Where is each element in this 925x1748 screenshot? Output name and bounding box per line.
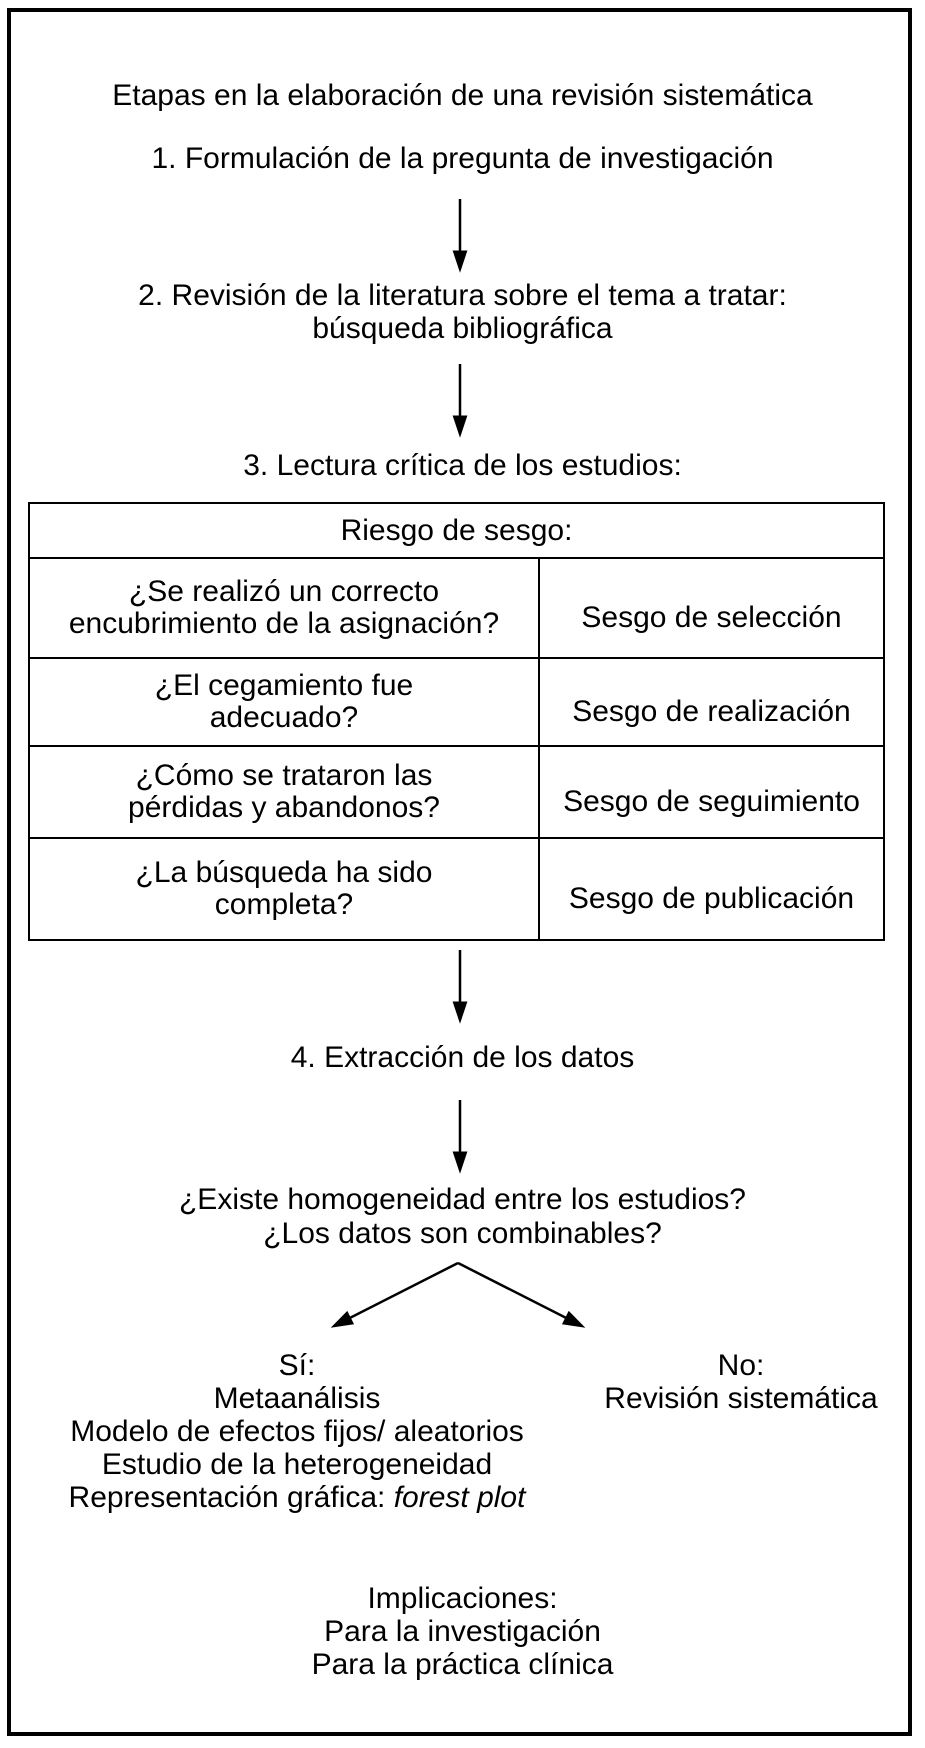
forest-plot-term: forest plot (393, 1481, 526, 1514)
no-label: No: (717, 1349, 765, 1382)
step-4-label: 4. Extracción de los datos (290, 1041, 635, 1074)
question-cell: ¿El cegamiento fue adecuado? (30, 659, 540, 745)
question-cell: ¿La búsqueda ha sido completa? (30, 839, 540, 939)
diagram-border (7, 8, 912, 1736)
yes-line-effects-model: Modelo de efectos fijos/ aleatorios (70, 1415, 524, 1448)
implications-research: Para la investigación (324, 1615, 601, 1648)
risk-of-bias-table: Riesgo de sesgo: ¿Se realizó un correcto… (28, 502, 885, 941)
question-line: ¿La búsqueda ha sido (135, 856, 433, 889)
graphic-prefix: Representación gráfica: (68, 1481, 394, 1514)
yes-line-heterogeneity: Estudio de la heterogeneidad (101, 1448, 493, 1481)
down-arrow-icon (452, 364, 468, 438)
step-1-label: 1. Formulación de la pregunta de investi… (151, 142, 774, 175)
down-arrow-icon (452, 1100, 468, 1174)
bias-cell: Sesgo de realización (540, 659, 883, 745)
decision-line2: ¿Los datos son combinables? (263, 1217, 662, 1250)
table-row: ¿La búsqueda ha sido completa? Sesgo de … (30, 839, 883, 939)
table-row: ¿Cómo se trataron las pérdidas y abandon… (30, 747, 883, 839)
question-line: ¿Se realizó un correcto (128, 575, 440, 608)
yes-branch: Sí: Metaanálisis Modelo de efectos fijos… (34, 1349, 560, 1514)
question-cell: ¿Cómo se trataron las pérdidas y abandon… (30, 747, 540, 837)
question-line: ¿El cegamiento fue (154, 669, 414, 702)
yes-label: Sí: (278, 1349, 316, 1382)
bias-label: Sesgo de realización (572, 695, 851, 728)
bias-cell: Sesgo de publicación (540, 839, 883, 939)
table-header: Riesgo de sesgo: (30, 504, 883, 559)
step-2-label: 2. Revisión de la literatura sobre el te… (0, 279, 925, 345)
question-cell: ¿Se realizó un correcto encubrimiento de… (30, 559, 540, 657)
step-3-label: 3. Lectura crítica de los estudios: (243, 449, 682, 482)
diagram-title: Etapas en la elaboración de una revisión… (112, 79, 813, 112)
branch-arrows-icon (330, 1261, 586, 1328)
question-line: completa? (214, 888, 354, 921)
question-line: adecuado? (209, 701, 359, 734)
bias-cell: Sesgo de seguimiento (540, 747, 883, 837)
decision-line1: ¿Existe homogeneidad entre los estudios? (178, 1183, 746, 1216)
yes-line-metaanalysis: Metaanálisis (213, 1382, 381, 1415)
step-2-line2: búsqueda bibliográfica (312, 312, 613, 345)
implications-header: Implicaciones: (367, 1582, 558, 1615)
question-line: encubrimiento de la asignación? (68, 607, 500, 640)
yes-line-graphic: Representación gráfica: forest plot (34, 1481, 560, 1514)
no-line-systematic-review: Revisión sistemática (604, 1382, 878, 1415)
no-branch: No: Revisión sistemática (580, 1349, 902, 1415)
question-line: ¿Cómo se trataron las (135, 759, 433, 792)
question-line: pérdidas y abandonos? (128, 791, 440, 824)
bias-label: Sesgo de selección (581, 601, 842, 634)
bias-cell: Sesgo de selección (540, 559, 883, 657)
bias-label: Sesgo de publicación (568, 882, 855, 915)
implications-clinical: Para la práctica clínica (311, 1648, 614, 1681)
down-arrow-icon (452, 199, 468, 273)
bias-label: Sesgo de seguimiento (563, 785, 860, 818)
step-2-line1: 2. Revisión de la literatura sobre el te… (138, 279, 787, 312)
table-row: ¿Se realizó un correcto encubrimiento de… (30, 559, 883, 659)
table-row: ¿El cegamiento fue adecuado? Sesgo de re… (30, 659, 883, 747)
down-arrow-icon (452, 950, 468, 1024)
decision-question: ¿Existe homogeneidad entre los estudios?… (0, 1183, 925, 1251)
